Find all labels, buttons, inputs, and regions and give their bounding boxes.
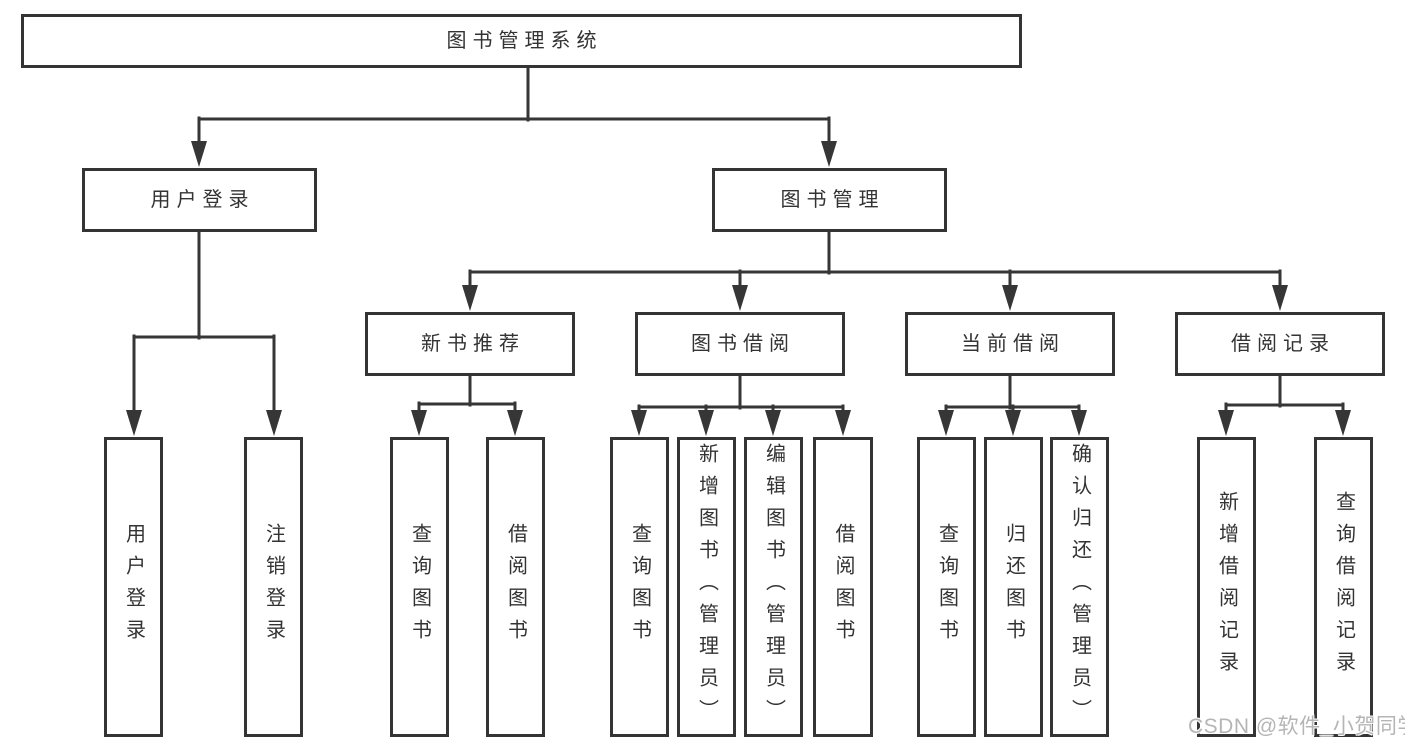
node-current-borrow: 当前借阅	[905, 312, 1115, 376]
leaf-edit-books-admin: 编辑图书（管理员）	[744, 437, 803, 737]
node-label: 注销登录	[262, 523, 285, 651]
node-label: 借阅图书	[832, 523, 854, 651]
node-label: 图书管理系统	[446, 30, 603, 52]
node-label: 查询图书	[628, 523, 651, 651]
node-label: 新增图书（管理员）	[695, 443, 718, 731]
node-label: 借阅图书	[504, 523, 527, 651]
leaf-query-borrow-record: 查询借阅记录	[1314, 437, 1373, 737]
node-label: 当前借阅	[961, 333, 1065, 355]
node-label: 确认归还（管理员）	[1068, 443, 1091, 731]
leaf-query-books-recommend: 查询图书	[390, 437, 449, 737]
node-label: 查询图书	[935, 523, 958, 651]
node-label: 用户登录	[122, 523, 145, 651]
csdn-watermark: CSDN @软件_小贺同学	[1188, 715, 1405, 738]
node-label: 借阅记录	[1231, 333, 1335, 355]
leaf-borrow-books: 借阅图书	[813, 437, 873, 737]
node-user-login: 用户登录	[82, 168, 317, 232]
node-label: 图书借阅	[691, 333, 795, 355]
leaf-borrow-books-recommend: 借阅图书	[486, 437, 545, 737]
node-label: 查询借阅记录	[1332, 491, 1355, 683]
node-label: 归还图书	[1002, 523, 1025, 651]
node-label: 编辑图书（管理员）	[762, 443, 785, 731]
leaf-query-books-current: 查询图书	[917, 437, 976, 737]
leaf-query-books-borrow: 查询图书	[610, 437, 669, 737]
leaf-logout: 注销登录	[244, 437, 303, 737]
leaf-add-borrow-record: 新增借阅记录	[1197, 437, 1256, 737]
node-label: 新增借阅记录	[1215, 491, 1238, 683]
node-book-management: 图书管理	[712, 168, 947, 232]
leaf-return-books: 归还图书	[984, 437, 1043, 737]
leaf-user-login: 用户登录	[104, 437, 163, 737]
node-label: 用户登录	[150, 189, 255, 211]
node-new-book-recommend: 新书推荐	[365, 312, 575, 376]
node-label: 查询图书	[408, 523, 431, 651]
leaf-confirm-return-admin: 确认归还（管理员）	[1050, 437, 1109, 737]
node-borrow-records: 借阅记录	[1175, 312, 1385, 376]
leaf-add-books-admin: 新增图书（管理员）	[677, 437, 736, 737]
node-library-management-system: 图书管理系统	[21, 14, 1022, 68]
node-label: 图书管理	[780, 189, 885, 211]
node-label: 新书推荐	[421, 333, 525, 355]
node-book-borrow: 图书借阅	[635, 312, 845, 376]
